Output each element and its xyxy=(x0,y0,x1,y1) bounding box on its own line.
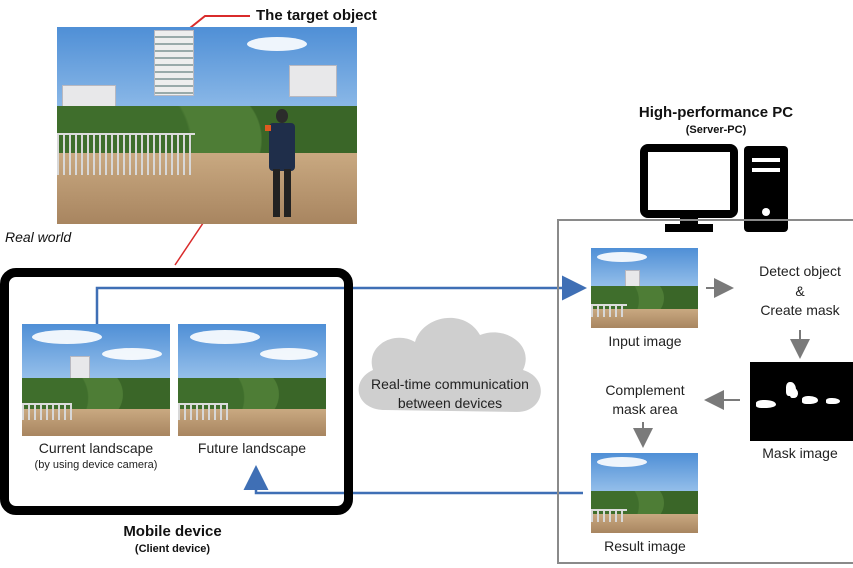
real-world-photo xyxy=(57,27,357,224)
cloud-text-line2: between devices xyxy=(397,395,503,411)
return-arrow xyxy=(243,465,583,495)
current-landscape-image xyxy=(22,324,170,436)
future-landscape-image xyxy=(178,324,326,436)
desktop-pc-icon xyxy=(640,144,788,232)
result-image xyxy=(591,453,698,533)
current-landscape-label: Current landscape xyxy=(38,440,154,456)
mask-image-label: Mask image xyxy=(762,445,838,461)
detect-object-line1: Detect object xyxy=(759,263,841,279)
server-title: High-performance PC xyxy=(638,104,794,121)
target-building xyxy=(154,30,194,96)
mask-image xyxy=(750,362,853,441)
mobile-device-title: Mobile device xyxy=(123,523,222,540)
complement-line2: mask area xyxy=(612,401,678,417)
detect-object-line2: & xyxy=(795,283,805,299)
cloud-text-line1: Real-time communication xyxy=(371,376,529,392)
future-landscape-label: Future landscape xyxy=(197,440,307,456)
server-panel xyxy=(557,219,853,564)
client-device-subtitle: (Client device) xyxy=(134,543,211,555)
real-world-label: Real world xyxy=(5,229,72,245)
upload-arrow xyxy=(95,275,587,324)
input-image-label: Input image xyxy=(608,333,682,349)
cloud-shape xyxy=(358,317,541,412)
complement-line1: Complement xyxy=(605,382,685,398)
target-object-label: The target object xyxy=(256,7,377,24)
input-image xyxy=(591,248,698,328)
mobile-device-frame xyxy=(0,268,353,515)
result-image-label: Result image xyxy=(604,538,686,554)
detect-object-line3: Create mask xyxy=(760,302,840,318)
server-subtitle: (Server-PC) xyxy=(685,124,747,136)
current-landscape-sublabel: (by using device camera) xyxy=(34,459,158,471)
person-figure xyxy=(265,109,297,219)
